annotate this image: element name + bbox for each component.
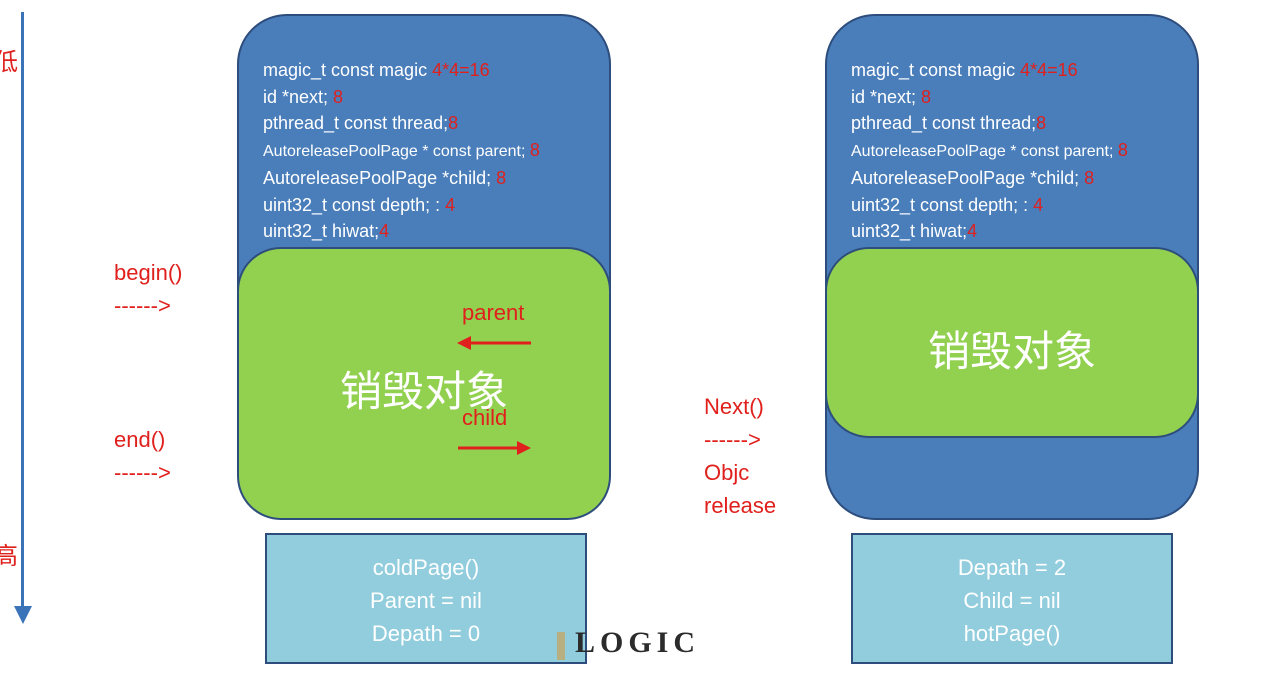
right-page-fields: magic_t const magic 4*4=16 id *next; 8 p… — [851, 57, 1128, 245]
next-release-label: Next() ------> Objc release — [704, 394, 777, 518]
right-objects-area — [825, 247, 1199, 438]
field-magic: magic_t const magic 4*4=16 — [851, 60, 1078, 80]
field-hiwat: uint32_t hiwat;4 — [263, 221, 390, 241]
field-child: AutoreleasePoolPage *child; 8 — [263, 168, 507, 188]
parent-pointer-label: parent — [462, 300, 525, 325]
field-depth: uint32_t const depth; : 4 — [263, 194, 456, 215]
field-hiwat: uint32_t hiwat;4 — [851, 221, 978, 241]
field-thread: pthread_t const thread;8 — [263, 113, 459, 133]
field-next: id *next; 8 — [851, 86, 932, 107]
logo-mark-icon — [557, 632, 565, 660]
right-info-line-2: Child = nil — [963, 588, 1061, 613]
watermark-logo: LOGIC — [575, 626, 701, 659]
field-thread: pthread_t const thread;8 — [851, 113, 1047, 133]
left-objects-label: 销毁对象 — [340, 367, 509, 416]
right-info-line-1: Depath = 2 — [957, 555, 1067, 580]
begin-label: begin() ------> — [114, 260, 183, 318]
field-magic: magic_t const magic 4*4=16 — [263, 60, 490, 80]
child-pointer-label: child — [462, 405, 508, 430]
left-page-info: coldPage() Parent = nil Depath = 0 — [265, 533, 587, 664]
parent-arrow-icon — [457, 336, 531, 350]
axis-low-label: 低 — [0, 48, 18, 76]
left-info-line-1: coldPage() — [372, 555, 480, 580]
field-child: AutoreleasePoolPage *child; 8 — [851, 168, 1095, 188]
child-arrow-icon — [458, 441, 531, 455]
left-info-line-3: Depath = 0 — [371, 621, 481, 646]
left-info-line-2: Parent = nil — [370, 588, 482, 613]
end-label: end() ------> — [114, 427, 171, 485]
right-objects-label: 销毁对象 — [928, 327, 1097, 376]
left-objects-area — [237, 247, 611, 520]
field-parent: AutoreleasePoolPage * const parent; 8 — [851, 139, 1128, 160]
axis-high-label: 高 — [0, 542, 18, 570]
axis-arrow-head — [14, 606, 32, 624]
memory-address-axis — [21, 12, 24, 612]
field-depth: uint32_t const depth; : 4 — [851, 194, 1044, 215]
left-page-fields: magic_t const magic 4*4=16 id *next; 8 p… — [263, 57, 540, 245]
right-info-line-3: hotPage() — [963, 621, 1061, 646]
field-next: id *next; 8 — [263, 86, 344, 107]
field-parent: AutoreleasePoolPage * const parent; 8 — [263, 139, 540, 160]
right-page-info: Depath = 2 Child = nil hotPage() — [851, 533, 1173, 664]
